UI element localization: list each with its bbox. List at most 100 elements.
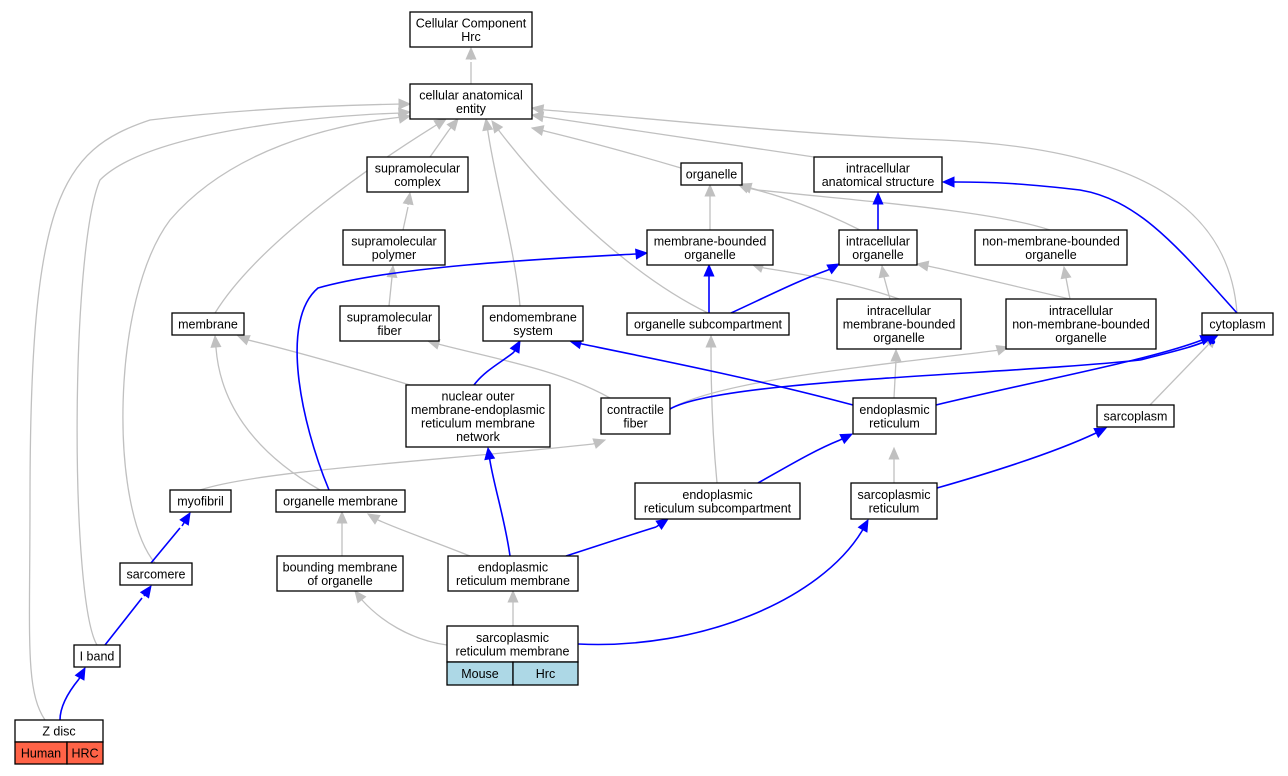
- node-label: reticulum membrane: [421, 416, 535, 430]
- part-of-edge: [757, 439, 841, 484]
- node-label: non-membrane-bounded: [982, 234, 1120, 248]
- node-label: organelle: [873, 331, 924, 345]
- node-label: organelle membrane: [283, 495, 398, 509]
- node-label: membrane-bounded: [654, 234, 767, 248]
- node-label: supramolecular: [347, 310, 432, 324]
- is-a-edge: [28, 103, 403, 721]
- node-myofibril[interactable]: myofibril: [169, 489, 232, 513]
- edge-arrowhead: [738, 182, 753, 194]
- part-of-edge: [473, 351, 515, 386]
- node-label: intracellular: [846, 234, 910, 248]
- node-label: polymer: [372, 248, 416, 262]
- node-label: myofibril: [177, 495, 224, 509]
- node-nuclear[interactable]: nuclear outermembrane-endoplasmicreticul…: [405, 384, 551, 448]
- edge-arrowhead: [74, 666, 86, 681]
- is-a-edge: [388, 276, 393, 307]
- node-label: reticulum subcompartment: [644, 501, 792, 515]
- node-sarcomere[interactable]: sarcomere: [119, 562, 193, 586]
- node-box: [974, 229, 1128, 266]
- is-a-edge: [499, 131, 709, 314]
- is-a-edge: [429, 129, 450, 158]
- node-box: [600, 397, 671, 435]
- node-label: intracellular: [1049, 304, 1113, 318]
- annotation-cell: [66, 741, 104, 765]
- node-orgmem[interactable]: organelle membrane: [275, 489, 406, 513]
- node-box: [1201, 312, 1274, 336]
- edge-arrowhead: [655, 518, 670, 531]
- edge-arrowhead: [530, 125, 545, 137]
- is-a-edge: [669, 349, 1001, 410]
- is-a-edge: [214, 123, 439, 314]
- node-box: [339, 305, 440, 342]
- edge-arrowhead: [857, 518, 869, 533]
- node-label: intracellular: [867, 304, 931, 318]
- part-of-edge: [577, 530, 863, 646]
- edge-arrowhead: [915, 260, 930, 272]
- node-label: cellular anatomical: [419, 88, 523, 102]
- is-a-edge: [763, 267, 900, 300]
- is-a-edge: [710, 347, 718, 484]
- node-membrane[interactable]: membrane: [171, 312, 245, 336]
- edge-arrowhead: [839, 433, 854, 445]
- edge-arrowhead: [705, 334, 717, 348]
- node-inmbo[interactable]: intracellularnon-membrane-boundedorganel…: [1005, 298, 1157, 350]
- node-osub[interactable]: organelle subcompartment: [626, 312, 790, 336]
- node-label: sarcoplasm: [1104, 410, 1168, 424]
- node-label: I band: [80, 650, 115, 664]
- edge-arrowhead: [179, 511, 191, 526]
- is-a-edge: [487, 131, 521, 307]
- node-label: sarcomere: [126, 568, 185, 582]
- edge-arrowhead: [484, 446, 496, 461]
- part-of-edge: [104, 597, 143, 646]
- node-label: intracellular: [846, 161, 910, 175]
- edge-arrowhead: [398, 107, 412, 119]
- node-label: fiber: [377, 324, 401, 338]
- node-label: Hrc: [461, 30, 480, 44]
- part-of-edge: [581, 343, 854, 406]
- node-box: [646, 229, 774, 266]
- is-a-edge: [361, 599, 448, 646]
- edge-arrowhead: [1060, 265, 1072, 280]
- node-label: endoplasmic: [682, 488, 752, 502]
- annotation-label: HRC: [71, 747, 98, 761]
- edge-arrowhead: [888, 446, 900, 460]
- edge-arrowhead: [890, 348, 902, 362]
- node-organelle[interactable]: organelle: [680, 162, 743, 186]
- node-sarcoplasm[interactable]: sarcoplasm: [1096, 404, 1175, 428]
- node-cytoplasm[interactable]: cytoplasm: [1201, 312, 1274, 336]
- node-box: [409, 11, 533, 48]
- part-of-edge: [669, 337, 1213, 410]
- node-box: [1096, 404, 1175, 428]
- edge-arrowhead: [210, 334, 222, 348]
- is-a-edge: [402, 206, 409, 231]
- part-of-edge: [936, 432, 1097, 489]
- node-box: [171, 312, 245, 336]
- node-iband[interactable]: I band: [73, 644, 121, 668]
- node-label: membrane: [178, 318, 238, 332]
- node-label: anatomical structure: [822, 175, 935, 189]
- node-box: [850, 482, 938, 520]
- node-label: supramolecular: [375, 161, 460, 175]
- edge-layer: [28, 46, 1238, 721]
- node-label: of organelle: [307, 574, 372, 588]
- edge-arrowhead: [872, 191, 884, 205]
